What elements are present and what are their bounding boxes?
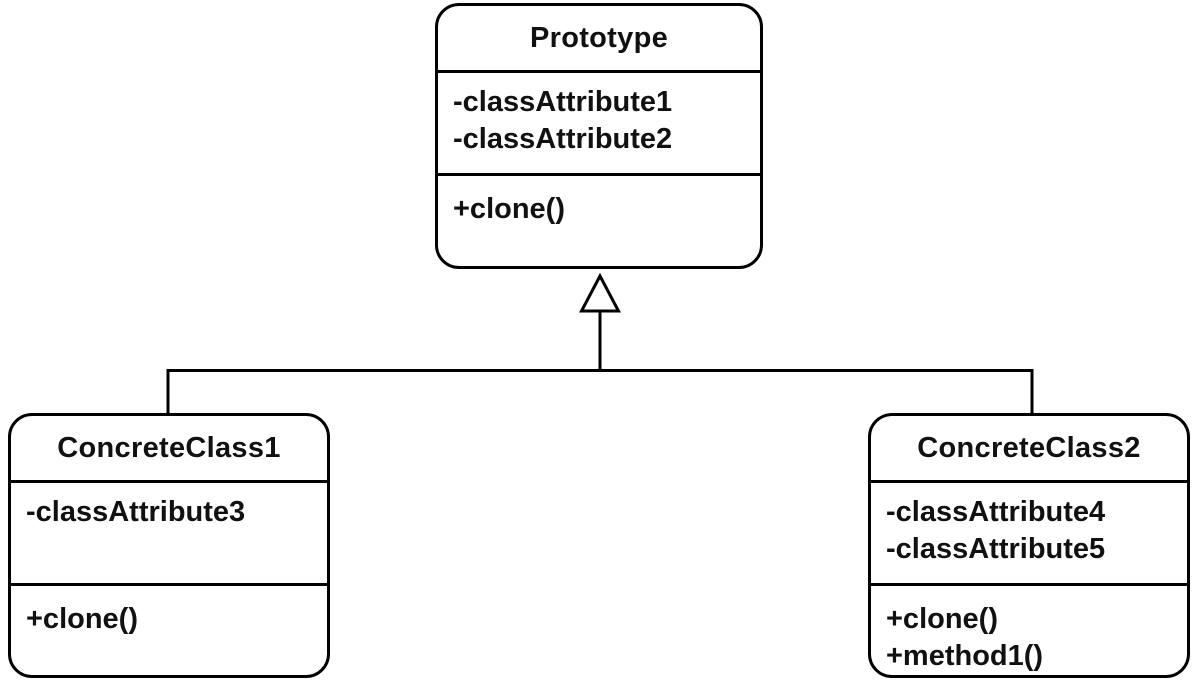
class-attribute: -classAttribute4 <box>886 496 1106 528</box>
class-attribute: -classAttribute3 <box>26 496 246 528</box>
class-box-concreteclass1: ConcreteClass1 -classAttribute3 +clone() <box>8 413 330 678</box>
class-method: +clone() <box>453 193 565 225</box>
class-method: +clone() <box>886 603 998 635</box>
class-attribute: -classAttribute1 <box>453 86 673 118</box>
class-attribute: -classAttribute5 <box>886 533 1106 565</box>
attributes-section: -classAttribute3 <box>11 480 327 583</box>
methods-section: +clone() <box>11 583 327 675</box>
class-method: +clone() <box>26 603 138 635</box>
inheritance-bracket-line <box>166 369 1034 413</box>
class-name: ConcreteClass1 <box>57 431 281 464</box>
attributes-section: -classAttribute4 -classAttribute5 <box>871 480 1187 583</box>
class-box-prototype: Prototype -classAttribute1 -classAttribu… <box>435 3 763 269</box>
attributes-section: -classAttribute1 -classAttribute2 <box>438 70 760 173</box>
methods-section: +clone() +method1() <box>871 583 1187 675</box>
inheritance-triangle-icon <box>579 272 621 313</box>
class-name: ConcreteClass2 <box>917 431 1141 464</box>
class-method: +method1() <box>886 640 1044 672</box>
class-attribute: -classAttribute2 <box>453 123 673 155</box>
methods-section: +clone() <box>438 173 760 266</box>
class-box-concreteclass2: ConcreteClass2 -classAttribute4 -classAt… <box>868 413 1190 678</box>
class-name: Prototype <box>529 21 669 54</box>
